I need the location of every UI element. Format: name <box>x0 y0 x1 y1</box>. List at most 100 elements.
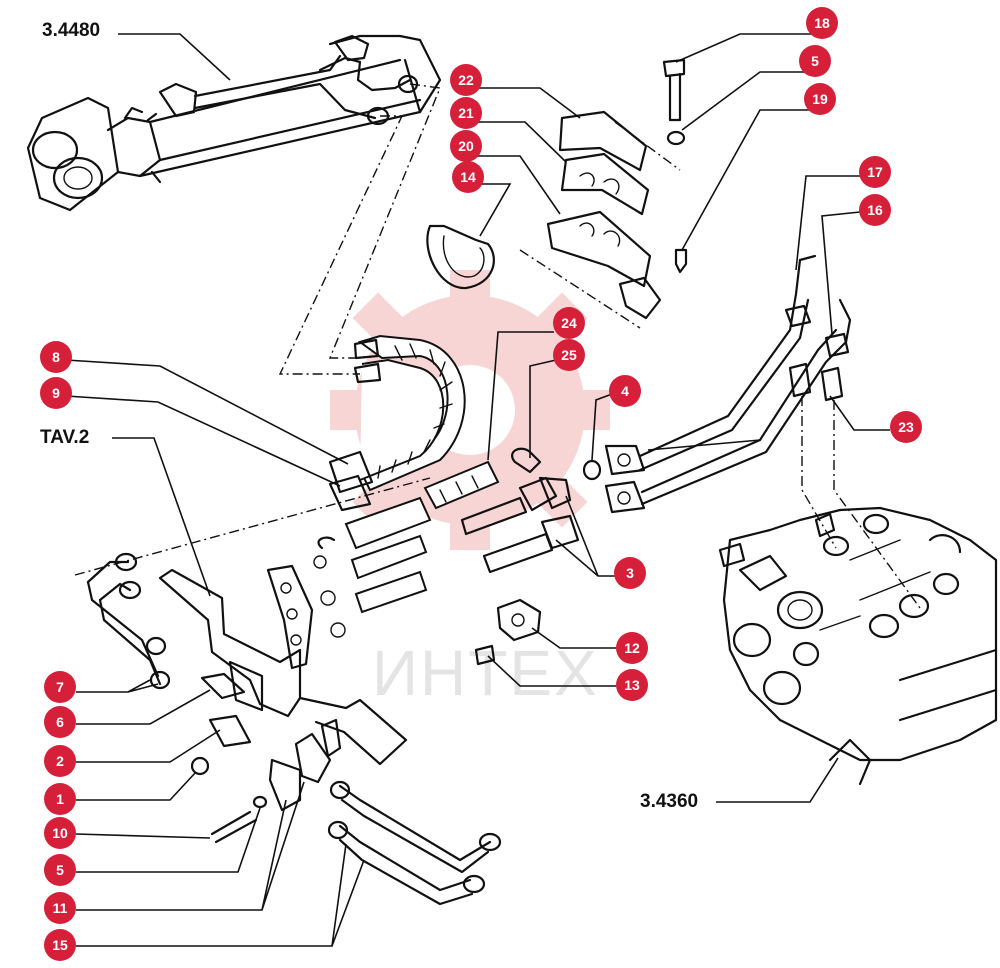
svg-text:11: 11 <box>53 900 68 916</box>
callout-25: 25 <box>553 339 585 371</box>
callout-24: 24 <box>553 307 585 339</box>
callout-badge <box>553 339 585 371</box>
callout-23: 23 <box>890 411 922 443</box>
callout-badge <box>804 83 836 115</box>
callout-11: 11 <box>44 892 76 924</box>
callout-14: 14 <box>452 161 484 193</box>
ref-cylinder-leader <box>118 33 231 81</box>
callout-badge <box>452 161 484 193</box>
callout-8: 8 <box>40 341 72 373</box>
callout-4: 4 <box>609 375 641 407</box>
callout-20: 20 <box>450 130 482 162</box>
callout-13: 13 <box>616 669 648 701</box>
callout-badge <box>609 375 641 407</box>
callout-16: 16 <box>859 194 891 226</box>
svg-text:16: 16 <box>867 202 883 218</box>
callout-badge <box>806 7 838 39</box>
callout-18: 18 <box>806 7 838 39</box>
svg-text:17: 17 <box>867 164 883 180</box>
mounting-bracket <box>158 564 408 844</box>
svg-text:21: 21 <box>458 105 474 121</box>
callout-badge <box>44 745 76 777</box>
callout-badge <box>450 130 482 162</box>
callout-badge <box>553 307 585 339</box>
callout-badge <box>44 854 76 886</box>
pipes-7 <box>86 552 171 690</box>
callout-19: 19 <box>804 83 836 115</box>
svg-text:5: 5 <box>56 862 64 878</box>
svg-text:24: 24 <box>561 315 577 331</box>
hose-24 <box>423 460 500 510</box>
connection-line <box>278 115 404 375</box>
callout-5-top: 5 <box>799 45 831 77</box>
callout-17: 17 <box>859 156 891 188</box>
callout-badge <box>450 64 482 96</box>
callout-7: 7 <box>44 671 76 703</box>
callout-badge <box>40 377 72 409</box>
callout-badge <box>890 411 922 443</box>
svg-text:20: 20 <box>458 138 474 154</box>
callout-badge <box>44 892 76 924</box>
connection-line <box>519 121 681 329</box>
callout-10: 10 <box>44 817 76 849</box>
callout-22: 22 <box>450 64 482 96</box>
svg-text:19: 19 <box>812 91 828 107</box>
callout-15: 15 <box>44 929 76 961</box>
svg-text:6: 6 <box>56 714 64 730</box>
callout-badge <box>44 671 76 703</box>
svg-text:13: 13 <box>624 677 640 693</box>
callout-6: 6 <box>44 706 76 738</box>
callout-badge <box>44 706 76 738</box>
clamp-stack <box>426 110 681 329</box>
svg-text:8: 8 <box>52 349 60 365</box>
ref-bracket-leader <box>112 437 211 597</box>
svg-text:4: 4 <box>621 383 629 399</box>
callout-1: 1 <box>44 783 76 815</box>
callout-leaders <box>65 33 890 947</box>
hose-assembly-8-9 <box>328 334 466 512</box>
callout-badge <box>40 341 72 373</box>
callout-3: 3 <box>614 557 646 589</box>
rigid-pipes-16-17 <box>638 254 852 506</box>
svg-text:12: 12 <box>624 640 640 656</box>
svg-text:2: 2 <box>56 753 64 769</box>
clip-25 <box>511 447 542 474</box>
callout-badge <box>616 632 648 664</box>
pipes-15 <box>327 780 502 906</box>
callout-badge <box>614 557 646 589</box>
callout-12: 12 <box>616 632 648 664</box>
svg-text:18: 18 <box>814 15 830 31</box>
fittings-23 <box>788 362 844 402</box>
callout-badge <box>450 97 482 129</box>
svg-text:10: 10 <box>52 825 68 841</box>
svg-text:5: 5 <box>811 53 819 69</box>
connection-line <box>833 400 921 609</box>
callout-badge <box>44 783 76 815</box>
connection-line <box>328 83 441 359</box>
callout-badge <box>859 194 891 226</box>
callout-2: 2 <box>44 745 76 777</box>
svg-text:25: 25 <box>561 347 577 363</box>
callout-badge <box>44 929 76 961</box>
callout-badge <box>44 817 76 849</box>
ref-bracket-label: TAV.2 <box>40 427 89 448</box>
flanged-hoses-3 <box>313 476 580 638</box>
ref-cylinder-label: 3.4480 <box>42 20 100 41</box>
hydraulic-cylinder <box>26 34 442 212</box>
svg-text:7: 7 <box>56 679 64 695</box>
callout-badge <box>616 669 648 701</box>
svg-text:1: 1 <box>56 791 64 807</box>
callout-9: 9 <box>40 377 72 409</box>
svg-text:9: 9 <box>52 385 60 401</box>
callout-5-bottom: 5 <box>44 854 76 886</box>
flange-plates <box>582 444 646 514</box>
svg-text:3: 3 <box>626 565 634 581</box>
svg-text:15: 15 <box>52 937 68 953</box>
bolt-set-top <box>662 58 688 274</box>
svg-text:14: 14 <box>460 169 476 185</box>
ref-valve-block-leader <box>716 757 839 803</box>
callout-badge <box>799 45 831 77</box>
connection-line <box>801 396 837 549</box>
